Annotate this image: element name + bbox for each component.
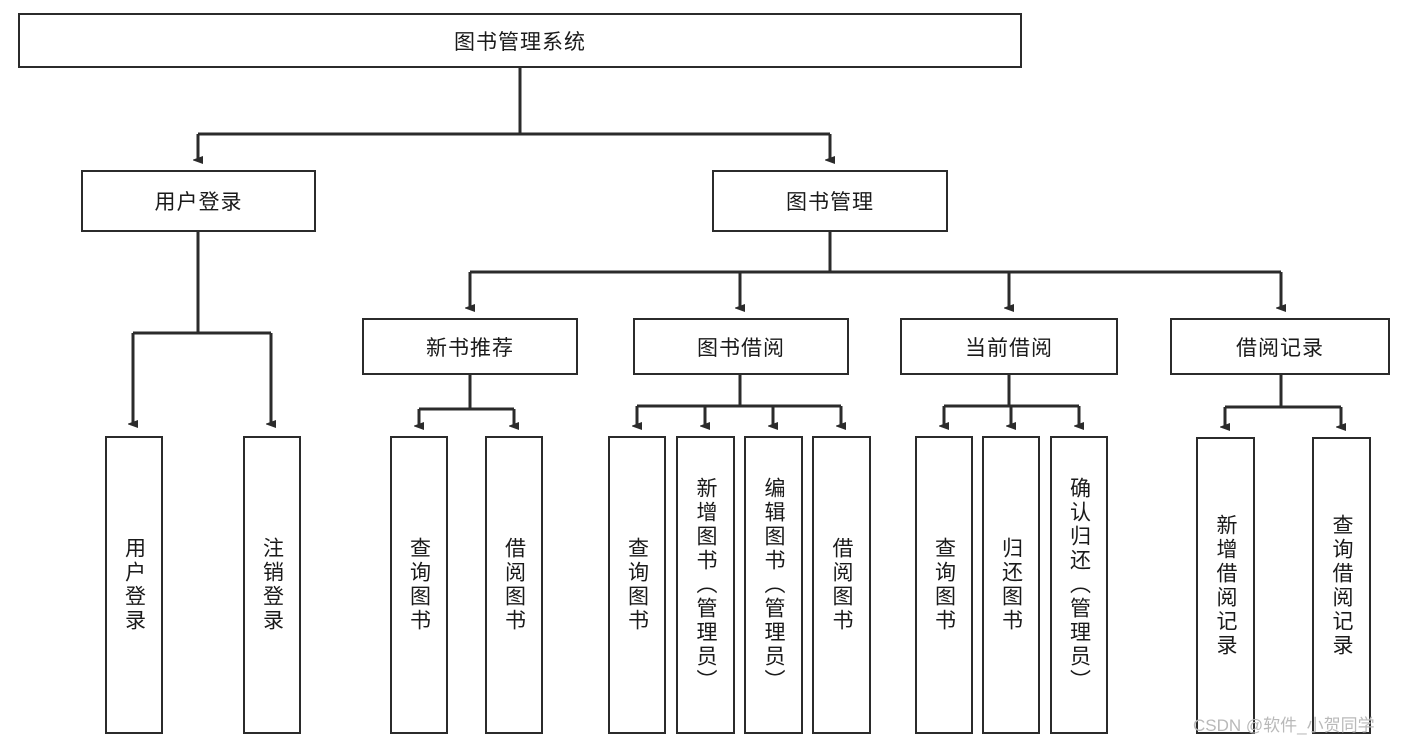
node-label: 归还图书 — [999, 537, 1023, 633]
leaf-new-book-query[interactable]: 查询图书 — [390, 436, 448, 734]
leaf-current-borrow-return[interactable]: 归还图书 — [982, 436, 1040, 734]
leaf-user-login-login[interactable]: 用户登录 — [105, 436, 163, 734]
node-label: 借阅图书 — [502, 537, 526, 633]
node-label: 新增借阅记录 — [1214, 513, 1237, 658]
node-book-management[interactable]: 图书管理 — [712, 170, 948, 232]
leaf-current-borrow-query[interactable]: 查询图书 — [915, 436, 973, 734]
node-label: 借阅图书 — [830, 537, 853, 633]
node-borrow-record[interactable]: 借阅记录 — [1170, 318, 1390, 375]
leaf-current-borrow-confirm-return[interactable]: 确认归还（管理员） — [1050, 436, 1108, 734]
node-label: 图书借阅 — [697, 336, 785, 360]
node-label: 注销登录 — [260, 537, 284, 633]
leaf-book-borrow-edit[interactable]: 编辑图书（管理员） — [744, 436, 803, 734]
node-label: 确认归还（管理员） — [1067, 477, 1091, 693]
node-label: 用户登录 — [122, 537, 146, 633]
node-label: 查询图书 — [407, 537, 431, 633]
node-root-system[interactable]: 图书管理系统 — [18, 13, 1022, 68]
leaf-new-book-borrow[interactable]: 借阅图书 — [485, 436, 543, 734]
node-label: 借阅记录 — [1236, 336, 1324, 360]
node-label: 图书管理系统 — [454, 30, 586, 54]
leaf-borrow-record-add[interactable]: 新增借阅记录 — [1196, 437, 1255, 734]
leaf-user-login-logout[interactable]: 注销登录 — [243, 436, 301, 734]
node-label: 查询图书 — [932, 537, 956, 633]
node-label: 图书管理 — [786, 191, 874, 214]
node-label: 查询借阅记录 — [1330, 513, 1353, 658]
leaf-borrow-record-query[interactable]: 查询借阅记录 — [1312, 437, 1371, 734]
leaf-book-borrow-borrow[interactable]: 借阅图书 — [812, 436, 871, 734]
node-label: 新增图书（管理员） — [694, 477, 717, 693]
node-book-borrow[interactable]: 图书借阅 — [633, 318, 849, 375]
node-label: 编辑图书（管理员） — [762, 477, 785, 693]
node-label: 查询图书 — [625, 537, 649, 633]
node-current-borrow[interactable]: 当前借阅 — [900, 318, 1118, 375]
node-new-book-recommend[interactable]: 新书推荐 — [362, 318, 578, 375]
node-label: 当前借阅 — [965, 336, 1053, 360]
node-user-login[interactable]: 用户登录 — [81, 170, 316, 232]
node-label: 新书推荐 — [426, 336, 514, 360]
watermark: CSDN @软件_小贺同学 — [1193, 716, 1375, 735]
leaf-book-borrow-query[interactable]: 查询图书 — [608, 436, 666, 734]
node-label: 用户登录 — [154, 191, 243, 214]
leaf-book-borrow-add[interactable]: 新增图书（管理员） — [676, 436, 735, 734]
